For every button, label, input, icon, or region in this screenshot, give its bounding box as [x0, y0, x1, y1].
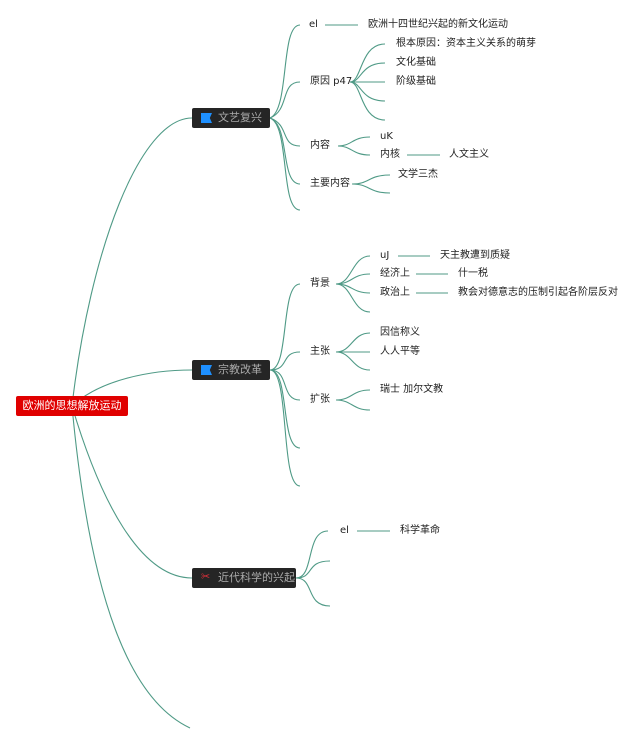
background-item[interactable]: 政治上	[380, 287, 410, 298]
background-value[interactable]: 教会对德意志的压制引起各阶层反对	[458, 287, 618, 298]
renaissance-main-content[interactable]: 主要内容	[310, 178, 350, 189]
content-item[interactable]: 内核	[380, 149, 400, 160]
cause-item[interactable]: 阶级基础	[396, 76, 436, 87]
flag-icon	[201, 113, 212, 123]
topic-label: 文艺复兴	[218, 111, 262, 124]
topic-renaissance[interactable]: 文艺复兴	[192, 108, 270, 128]
cause-item[interactable]: 文化基础	[396, 57, 436, 68]
root-node[interactable]: 欧洲的思想解放运动	[16, 396, 128, 416]
claim-item[interactable]: 人人平等	[380, 346, 420, 357]
renaissance-el-text[interactable]: 欧洲十四世纪兴起的新文化运动	[368, 19, 508, 30]
content-item[interactable]: uK	[380, 131, 393, 142]
tools-icon: ✂	[201, 570, 211, 583]
cause-item[interactable]: 根本原因：资本主义关系的萌芽	[396, 38, 536, 49]
renaissance-content[interactable]: 内容	[310, 140, 330, 151]
background-value[interactable]: 天主教遭到质疑	[440, 250, 510, 261]
science-el-text[interactable]: 科学革命	[400, 525, 440, 536]
claim-item[interactable]: 因信称义	[380, 327, 420, 338]
flag-icon	[201, 365, 212, 375]
topic-label: 近代科学的兴起	[218, 571, 295, 584]
renaissance-cause[interactable]: 原因 p47	[310, 76, 353, 87]
topic-label: 宗教改革	[218, 363, 262, 376]
topic-reformation[interactable]: 宗教改革	[192, 360, 270, 380]
science-el[interactable]: el	[340, 525, 349, 536]
background-item[interactable]: 经济上	[380, 268, 410, 279]
reformation-spread[interactable]: 扩张	[310, 394, 330, 405]
reformation-background[interactable]: 背景	[310, 278, 330, 289]
renaissance-el[interactable]: el	[309, 19, 318, 30]
reformation-claims[interactable]: 主张	[310, 346, 330, 357]
spread-item[interactable]: 瑞士 加尔文教	[380, 384, 444, 395]
core-value[interactable]: 人文主义	[449, 149, 489, 160]
background-value[interactable]: 什一税	[458, 268, 488, 279]
topic-science[interactable]: ✂ 近代科学的兴起	[192, 568, 296, 588]
main-content-item[interactable]: 文学三杰	[398, 169, 438, 180]
background-item[interactable]: uJ	[380, 250, 390, 261]
